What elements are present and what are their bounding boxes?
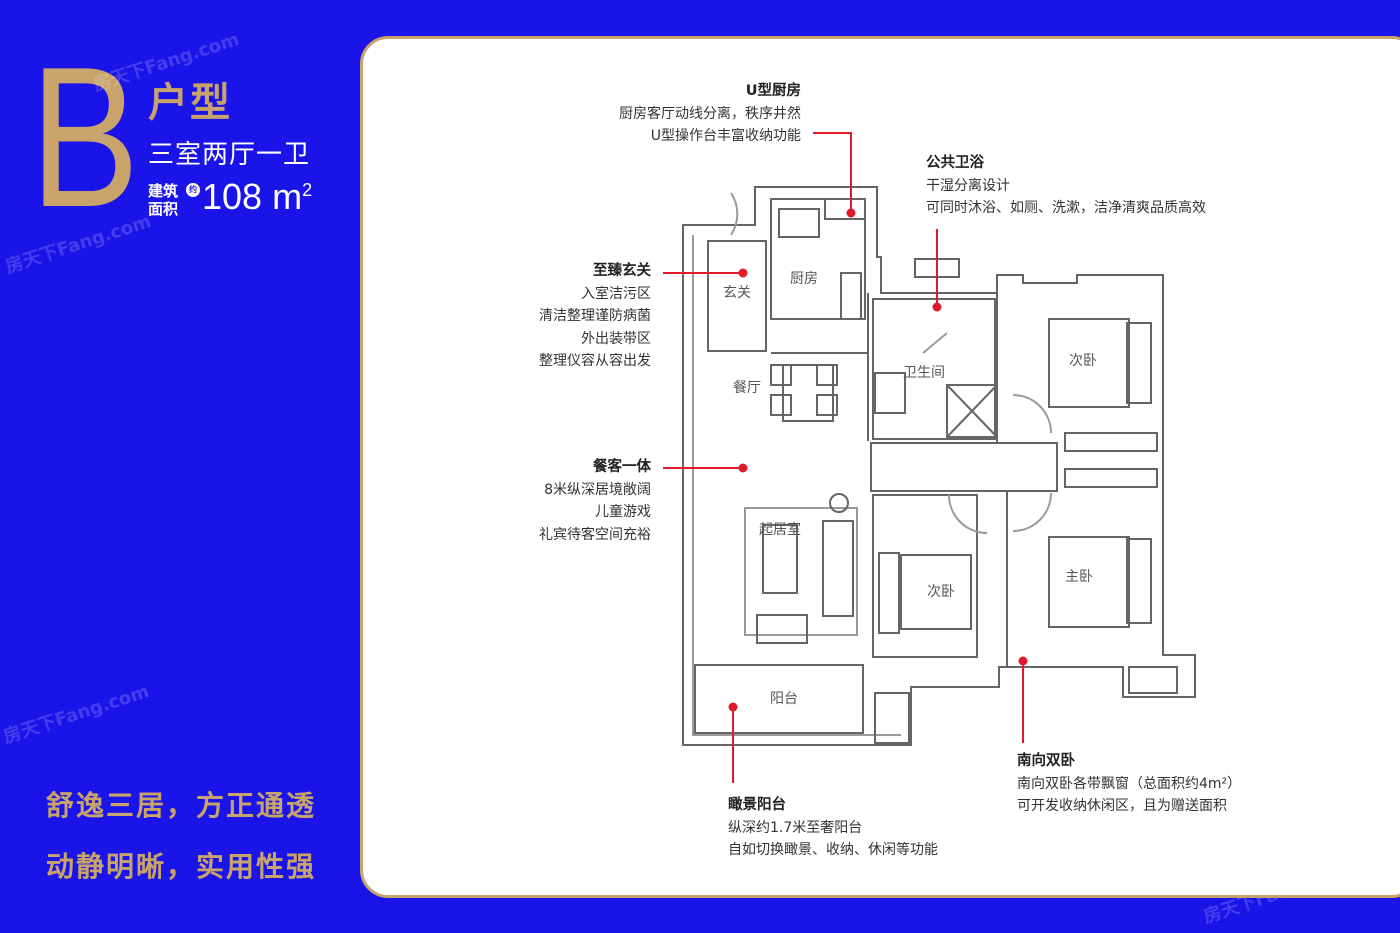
annotation-line: 清洁整理谨防病菌 — [539, 308, 651, 324]
slogan-1: 舒逸三居，方正通透 — [46, 789, 317, 822]
area-label: 建筑面积 — [148, 182, 179, 218]
annotation-title: 瞰景阳台 — [728, 797, 786, 813]
unit-type-letter: B — [30, 26, 140, 249]
area-number: 108 — [202, 176, 263, 217]
area-value: 108 m2 — [202, 176, 312, 218]
annotation-bath: 公共卫浴 干湿分离设计 可同时沐浴、如厕、洗漱，洁净清爽品质高效 — [926, 152, 1266, 220]
annotation-line: 外出装带区 — [581, 330, 651, 347]
annotation-balcony: 瞰景阳台 纵深约1.7米至奢阳台 自如切换瞰景、收纳、休闲等功能 — [728, 794, 1028, 862]
floor-plan-card: 玄关 厨房 餐厅 卫生间 次卧 起居室 次卧 主卧 阳台 U型厨房 厨房客厅动线… — [360, 36, 1400, 898]
annotation-line: 干湿分离设计 — [926, 177, 1010, 194]
annotation-line: U型操作台丰富收纳功能 — [650, 128, 801, 144]
annotation-title: 南向双卧 — [1017, 753, 1075, 769]
annotation-title: 至臻玄关 — [593, 263, 651, 279]
annotation-south-bedrooms: 南向双卧 南向双卧各带飘窗（总面积约4m²） 可开发收纳休闲区，且为赠送面积 — [1017, 750, 1357, 818]
room-label-bedroom-2a: 次卧 — [1069, 353, 1097, 369]
annotation-line: 整理仪容从容出发 — [539, 353, 651, 369]
annotation-line: 8米纵深居境敞阔 — [544, 481, 651, 498]
area-unit-sup: 2 — [302, 180, 313, 200]
annotation-line: 入室洁污区 — [581, 285, 651, 302]
annotation-line: 南向双卧各带飘窗（总面积约4m²） — [1017, 775, 1242, 792]
annotation-line: 可同时沐浴、如厕、洗漱，洁净清爽品质高效 — [926, 200, 1206, 216]
annotation-line: 自如切换瞰景、收纳、休闲等功能 — [728, 842, 938, 858]
annotation-title: 餐客一体 — [593, 459, 651, 475]
annotation-line: 可开发收纳休闲区，且为赠送面积 — [1017, 798, 1227, 814]
room-label-bedroom-2b: 次卧 — [927, 584, 955, 600]
annotation-line: 纵深约1.7米至奢阳台 — [728, 819, 863, 836]
unit-type-title: 户型 — [148, 80, 232, 126]
annotation-kitchen: U型厨房 厨房客厅动线分离，秩序井然 U型操作台丰富收纳功能 — [563, 80, 801, 148]
floor-plan — [663, 132, 1196, 783]
annotation-living: 餐客一体 8米纵深居境敞阔 儿童游戏 礼宾待客空间充裕 — [463, 456, 651, 546]
room-label-living: 起居室 — [759, 522, 801, 538]
annotation-title: 公共卫浴 — [926, 155, 984, 171]
annotation-line: 礼宾待客空间充裕 — [539, 526, 651, 543]
slogan-2: 动静明晰，实用性强 — [46, 850, 317, 883]
room-label-master: 主卧 — [1065, 569, 1093, 585]
area-unit: m — [272, 176, 303, 217]
room-label-dining: 餐厅 — [733, 380, 761, 396]
left-panel: B 户型 三室两厅一卫 建筑面积 约 108 m2 舒逸三居，方正通透 动静明晰… — [0, 0, 360, 933]
annotation-title: U型厨房 — [745, 83, 801, 99]
room-label-kitchen: 厨房 — [790, 271, 818, 287]
room-label-bathroom: 卫生间 — [903, 365, 945, 381]
area-approx-badge: 约 — [186, 183, 200, 197]
room-label-balcony: 阳台 — [770, 691, 798, 707]
room-label-entry: 玄关 — [723, 285, 751, 301]
annotation-entry: 至臻玄关 入室洁污区 清洁整理谨防病菌 外出装带区 整理仪容从容出发 — [463, 260, 651, 373]
annotation-line: 厨房客厅动线分离，秩序井然 — [619, 105, 801, 122]
unit-layout: 三室两厅一卫 — [148, 140, 311, 170]
outer-wall — [682, 186, 1196, 746]
annotation-line: 儿童游戏 — [595, 504, 651, 520]
